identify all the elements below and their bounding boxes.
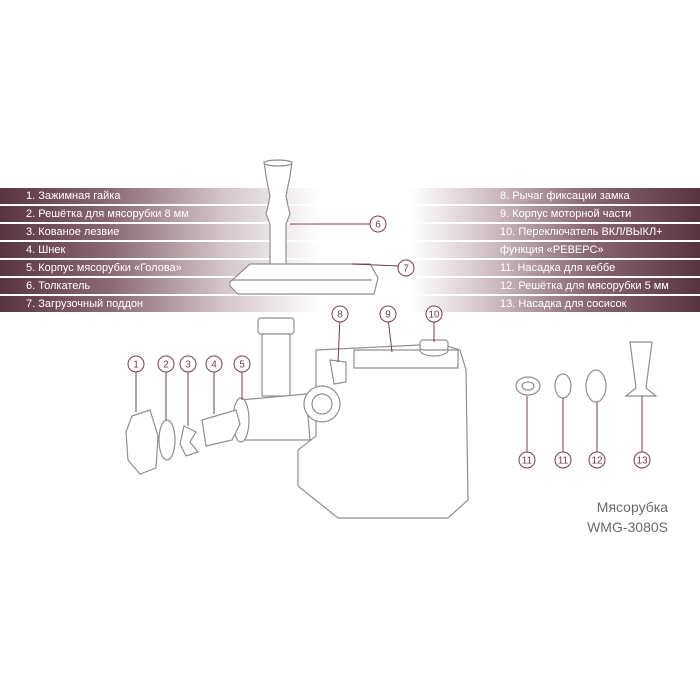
legend-item-4: 4. Шнек <box>26 244 66 256</box>
grinder-head <box>239 393 311 441</box>
legend-item-6: 6. Толкатель <box>26 280 91 292</box>
legend-band <box>0 224 320 240</box>
clamping-nut <box>125 409 159 475</box>
callout-3 <box>179 355 197 373</box>
callout-4 <box>205 355 223 373</box>
callout-3-text: 3 <box>185 360 191 371</box>
legend-band <box>0 296 320 312</box>
callout-6 <box>369 215 387 233</box>
callout-1-text: 1 <box>133 360 139 371</box>
callout-11b <box>554 451 572 469</box>
legend-item-9: 9. Корпус моторной части <box>500 208 632 220</box>
legend-item-13: 13. Насадка для сосисок <box>500 298 627 310</box>
pusher <box>263 161 293 277</box>
callout-9 <box>379 305 397 323</box>
callout-10-text: 10 <box>428 310 440 321</box>
callout-13-text: 13 <box>636 456 648 467</box>
legend-band <box>410 206 700 222</box>
legend-item-8: 8. Рычаг фиксации замка <box>500 190 630 202</box>
legend-item-12: 12. Решётка для мясорубки 5 мм <box>500 280 669 292</box>
legend-item-5: 5. Корпус мясорубки «Голова» <box>26 262 182 274</box>
callout-8-text: 8 <box>337 310 343 321</box>
callout-7-text: 7 <box>403 264 409 275</box>
motor-body <box>297 343 469 519</box>
sausage-nozzle <box>624 341 658 397</box>
callout-7 <box>397 259 415 277</box>
callout-11b-text: 11 <box>558 456 569 467</box>
legend-band <box>0 260 320 276</box>
callout-4-text: 4 <box>211 360 217 371</box>
callout-8 <box>331 305 349 323</box>
callout-6-text: 6 <box>375 220 381 231</box>
auger <box>201 409 241 447</box>
legend-item-10: 10. Переключатель ВКЛ/ВЫКЛ+ <box>500 226 663 238</box>
callout-11a <box>518 451 536 469</box>
legend-band <box>410 260 700 276</box>
legend-band <box>0 188 320 204</box>
legend-band <box>0 206 320 222</box>
legend-band <box>410 278 700 294</box>
callout-5-text: 5 <box>239 360 245 371</box>
callout-10 <box>425 305 443 323</box>
callout-2 <box>157 355 175 373</box>
callout-1 <box>127 355 145 373</box>
callout-13 <box>633 451 651 469</box>
legend-band <box>0 242 320 258</box>
model-name: Мясорубка <box>596 499 668 515</box>
blade <box>179 425 200 457</box>
callout-11a-text: 11 <box>522 456 533 467</box>
callout-12-text: 12 <box>591 456 603 467</box>
model-number: WMG-3080S <box>587 519 668 535</box>
legend-band <box>410 296 700 312</box>
legend-band <box>410 242 700 258</box>
legend-item-3: 3. Кованое лезвие <box>26 226 120 238</box>
callout-9-text: 9 <box>385 310 391 321</box>
callout-12 <box>588 451 606 469</box>
callout-5 <box>233 355 251 373</box>
legend-item-10-cont: функция «РЕВЕРС» <box>500 244 604 256</box>
legend-band <box>410 188 700 204</box>
callout-2-text: 2 <box>163 360 169 371</box>
lock-lever <box>329 359 347 385</box>
loading-tray <box>229 263 379 295</box>
legend-item-11: 11. Насадка для кеббе <box>500 262 616 274</box>
legend-item-1: 1. Зажимная гайка <box>26 190 121 202</box>
legend-item-2: 2. Решётка для мясорубки 8 мм <box>26 208 189 220</box>
legend-band <box>410 224 700 240</box>
legend-item-7: 7. Загрузочный поддон <box>26 298 144 310</box>
